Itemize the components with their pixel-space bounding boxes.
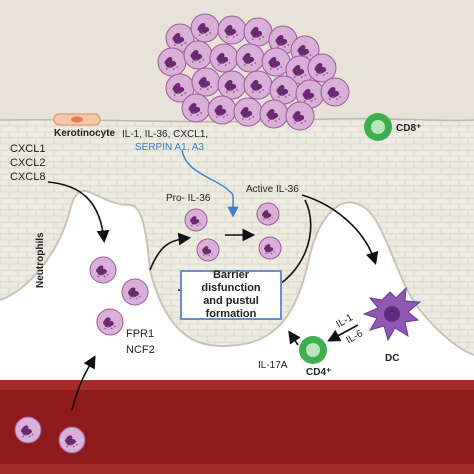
- cluster-neutrophil: [191, 67, 221, 97]
- pro-il36-cell: [196, 238, 220, 262]
- chemokine-cxcl1: CXCL1: [10, 143, 46, 155]
- cluster-neutrophil: [207, 95, 237, 125]
- dendritic-cell: [362, 286, 422, 342]
- cluster-neutrophil: [217, 15, 247, 45]
- chemokine-cxcl2: CXCL2: [10, 157, 46, 169]
- arrow-active-il36-to-dc: [301, 194, 379, 266]
- blood-neutrophil: [58, 426, 86, 454]
- barrier-dysfunction-box: Barrier disfunction and pustul formation: [180, 269, 282, 320]
- cluster-neutrophil: [233, 97, 263, 127]
- cluster-neutrophil: [290, 35, 320, 65]
- cluster-neutrophil: [217, 70, 247, 100]
- blood-neutrophil: [14, 416, 42, 444]
- il17a-label: IL-17A: [258, 360, 288, 371]
- cluster-neutrophil: [209, 43, 239, 73]
- basal-membrane: [0, 189, 474, 356]
- arrow-cd4-to-barrier: [288, 330, 301, 346]
- cluster-neutrophil: [320, 77, 350, 107]
- arrow-chemokines-to-neutrophils: [47, 181, 110, 244]
- chemokine-cxcl8: CXCL8: [10, 171, 46, 183]
- arrow-serpin-inhibition: [181, 149, 239, 218]
- cd4-t-cell: [299, 336, 327, 364]
- active-il36-cell: [258, 236, 282, 260]
- arrow-dc-to-cd4: [327, 324, 359, 342]
- cluster-neutrophil: [269, 75, 299, 105]
- arrow-neutrophils-to-pro-il36: [149, 232, 192, 271]
- cluster-neutrophil: [165, 23, 195, 53]
- vessel-wall: [0, 380, 474, 390]
- neutrophil-cells: [14, 202, 282, 454]
- cd8-t-cell: [364, 113, 392, 141]
- cluster-neutrophil: [285, 101, 315, 131]
- dc-label: DC: [385, 353, 400, 364]
- cluster-neutrophil: [190, 13, 220, 43]
- outcome-line-1: Barrier disfunction: [201, 269, 261, 294]
- pro-il36-cell: [184, 208, 208, 232]
- cluster-neutrophil: [183, 40, 213, 70]
- cluster-neutrophil: [181, 93, 211, 123]
- active-il36-cell: [256, 202, 280, 226]
- cluster-neutrophil: [243, 17, 273, 47]
- chemokine-list: CXCL1 CXCL2 CXCL8: [10, 142, 45, 184]
- dermis-layer: [0, 190, 474, 380]
- neutrophils-label: Neutrophils: [35, 232, 46, 288]
- arrow-blood-to-tissue: [71, 355, 96, 411]
- pro-il36-label: Pro- IL-36: [166, 193, 211, 204]
- serpin-label: SERPIN A1, A3: [135, 142, 204, 153]
- cluster-neutrophil: [259, 99, 289, 129]
- fpr1-label: FPR1: [126, 328, 155, 340]
- cluster-neutrophil: [243, 70, 273, 100]
- outcome-line-2: and pustul: [203, 295, 259, 307]
- blood-vessel: [0, 380, 474, 474]
- cd8-label: CD8⁺: [396, 123, 422, 134]
- cd4-label: CD4⁺: [306, 367, 332, 378]
- secreted-factors-label: IL-1, IL-36, CXCL1,: [122, 129, 209, 140]
- outcome-line-3: formation: [205, 308, 257, 320]
- neutrophil-cell: [89, 256, 117, 284]
- cluster-neutrophil: [157, 47, 187, 77]
- keratinocyte-label: Kerotinocyte: [54, 128, 116, 139]
- cluster-neutrophil: [307, 53, 337, 83]
- keratinocyte-cell: [53, 113, 101, 126]
- active-il36-label: Active IL-36: [246, 184, 299, 195]
- ncf2-label: NCF2: [126, 344, 155, 356]
- pustule-neutrophil-cluster: [157, 13, 350, 131]
- neutrophil-cell: [96, 308, 124, 336]
- cluster-neutrophil: [235, 43, 265, 73]
- neutrophil-cell: [121, 278, 149, 306]
